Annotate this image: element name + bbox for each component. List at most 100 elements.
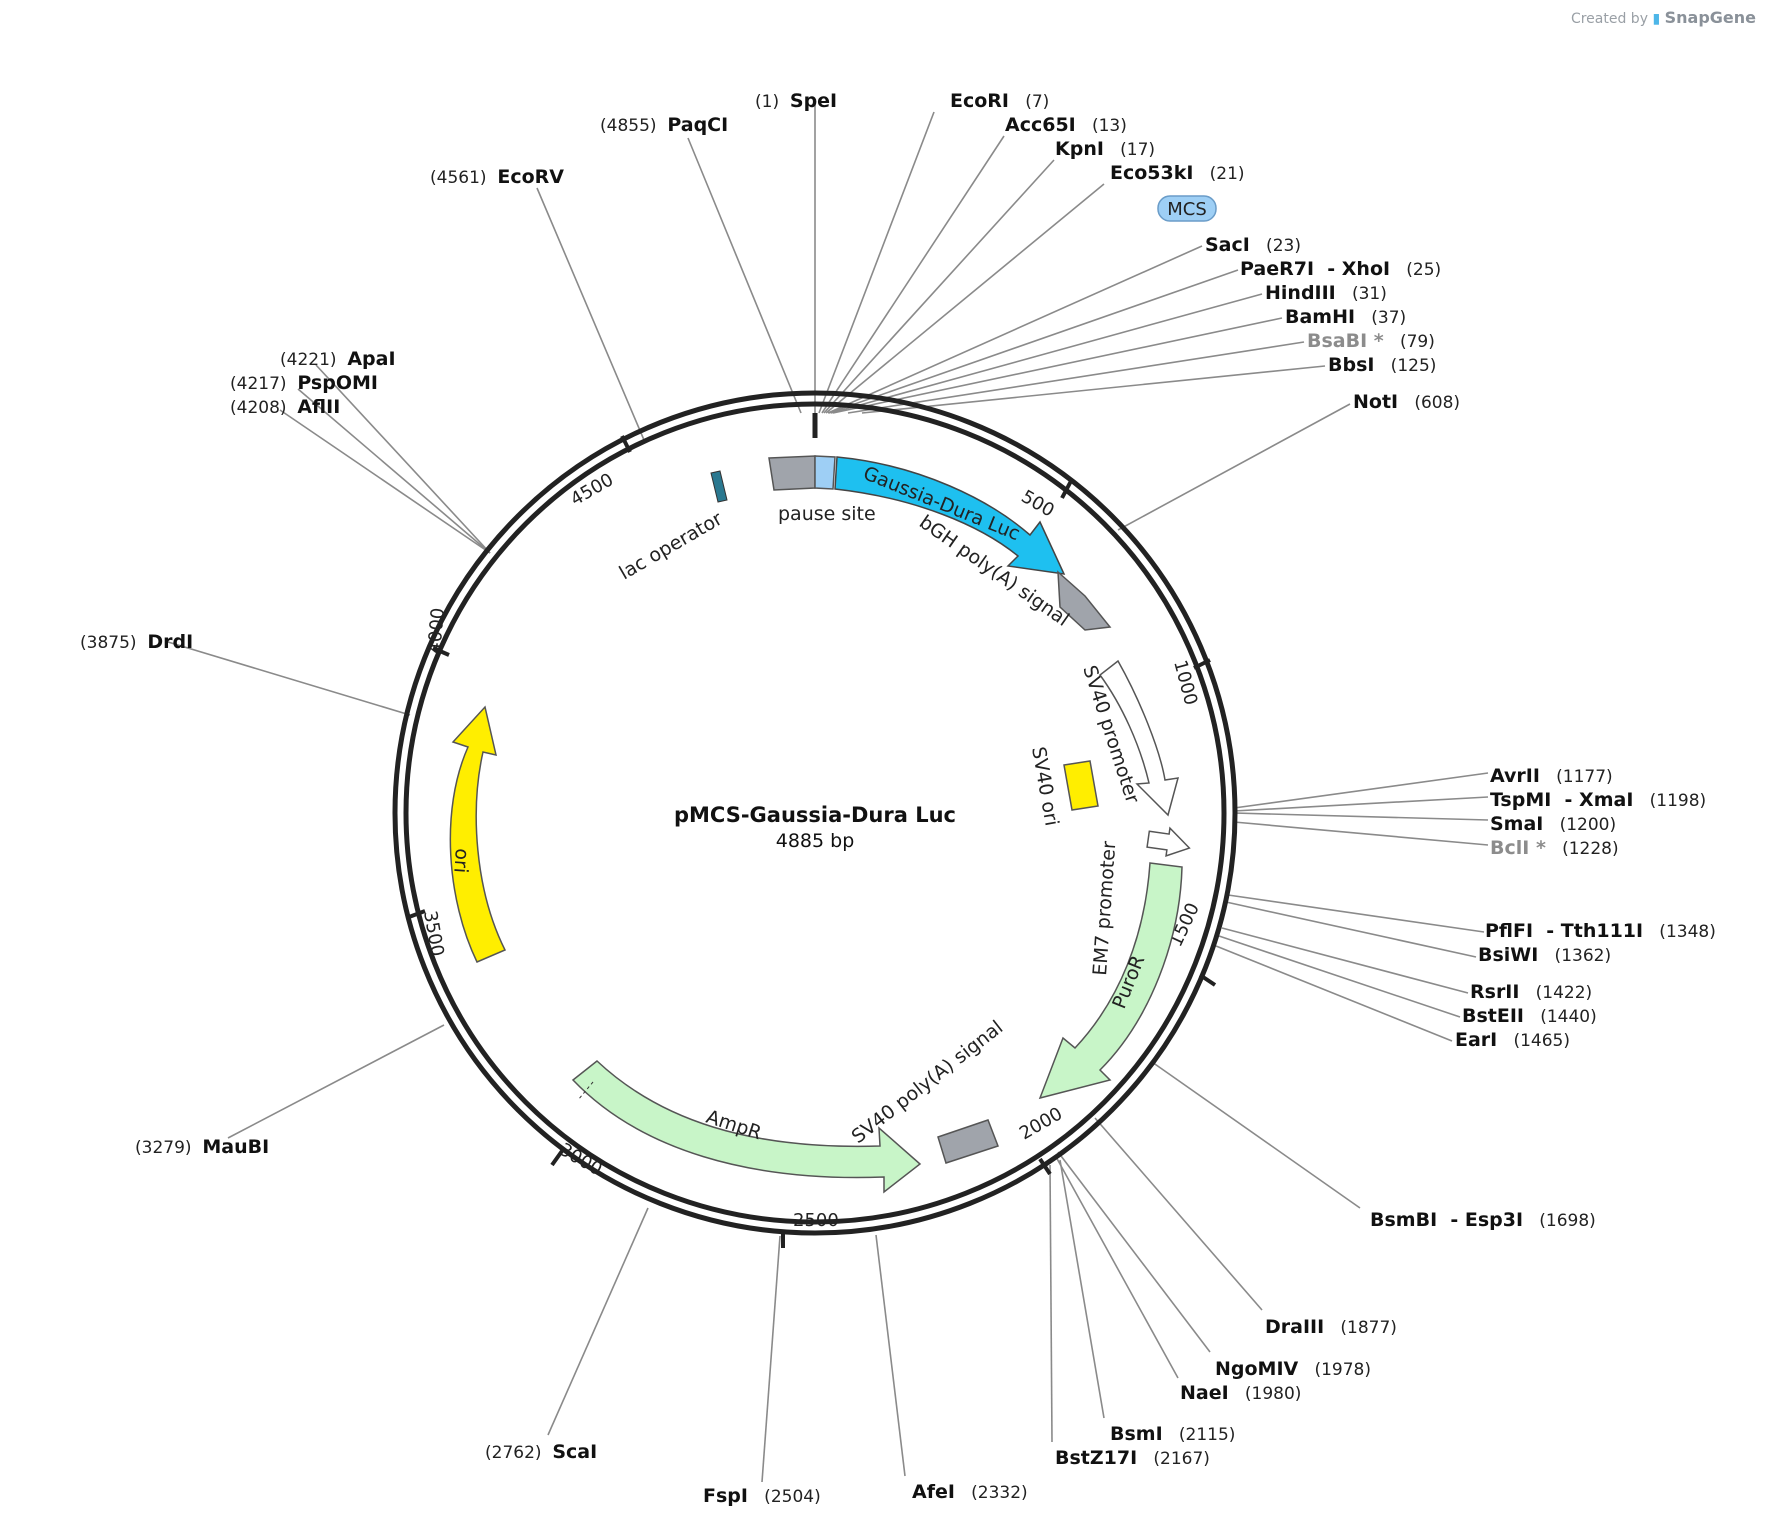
- site-leader-lines: [167, 100, 1489, 1483]
- site-label-fspi: FspI (2504): [703, 1485, 821, 1507]
- site-name: SmaI: [1490, 813, 1543, 835]
- mcs-feature: [814, 455, 836, 490]
- site-name: - Tth111I: [1533, 920, 1643, 942]
- tick-mark: [620, 435, 632, 453]
- site-name: Eco53kI: [1110, 162, 1193, 184]
- leader-line-eco53ki: [825, 183, 1105, 414]
- site-label-bbsi: BbsI (125): [1328, 354, 1436, 376]
- features: [449, 413, 1191, 1194]
- site-label-bamhi: BamHI (37): [1285, 306, 1406, 328]
- site-label-bsiwi: BsiWI (1362): [1478, 944, 1611, 966]
- site-position: (125): [1374, 356, 1436, 376]
- site-position: (4217): [230, 374, 297, 394]
- site-position: (4221): [280, 350, 347, 370]
- leader-line-ecorv: [536, 187, 645, 441]
- plasmid-name: pMCS-Gaussia-Dura Luc: [674, 803, 956, 827]
- tick-label: 2500: [793, 1210, 839, 1231]
- leader-line-bbsi: [861, 365, 1326, 414]
- tick-mark: [432, 646, 450, 657]
- sv40-polya-feature: [937, 1119, 999, 1164]
- tick-label: 500: [1018, 486, 1058, 521]
- leader-line-bsteii: [1218, 935, 1461, 1018]
- ori-feature: [449, 705, 507, 963]
- site-name: EcoRV: [497, 166, 564, 188]
- site-name: NgoMIV: [1215, 1358, 1299, 1380]
- site-name: TspMI: [1490, 789, 1551, 811]
- pause-site-feature: [768, 455, 816, 491]
- leader-line-bamhi: [832, 317, 1283, 414]
- site-name: AvrII: [1490, 765, 1540, 787]
- site-position: (1877): [1324, 1318, 1397, 1338]
- site-position: (1198): [1633, 791, 1706, 811]
- site-name: BsmI: [1110, 1423, 1163, 1445]
- site-position: (4561): [430, 168, 497, 188]
- site-name: DraIII: [1265, 1316, 1324, 1338]
- tick-label: 4500: [567, 469, 617, 510]
- lac-operator-feature: [710, 470, 728, 503]
- site-name: HindIII: [1265, 282, 1336, 304]
- site-label-paer7i: PaeR7I - XhoI (25): [1240, 258, 1441, 280]
- site-label-bsmi: BsmI (2115): [1110, 1423, 1235, 1445]
- site-position: (1698): [1523, 1211, 1596, 1231]
- leader-line-bcli: [1233, 821, 1489, 846]
- leader-line-draiii: [1094, 1117, 1263, 1311]
- site-name: BbsI: [1328, 354, 1374, 376]
- leader-line-pflfi: [1227, 894, 1485, 933]
- site-position: (2762): [485, 1443, 552, 1463]
- sv40-ori-label: SV40 ori: [1027, 745, 1063, 828]
- site-name: BclI: [1490, 837, 1529, 859]
- leader-line-ecori: [818, 111, 935, 414]
- site-label-tspmi: TspMI - XmaI (1198): [1490, 789, 1706, 811]
- site-position: (1200): [1543, 815, 1616, 835]
- leader-line-fspi: [761, 1235, 781, 1483]
- tick-mark: [1193, 658, 1211, 670]
- leader-line-tspmi: [1233, 796, 1489, 812]
- site-name: *: [1367, 330, 1384, 352]
- site-name: AflII: [297, 396, 340, 418]
- site-position: (2332): [955, 1483, 1028, 1503]
- bgh-polya-feature: [1057, 570, 1112, 631]
- leader-line-naei: [1054, 1154, 1179, 1379]
- leader-line-scai: [547, 1207, 649, 1436]
- site-position: (1362): [1538, 946, 1611, 966]
- leader-line-paqci: [687, 137, 802, 414]
- site-position: (79): [1384, 332, 1435, 352]
- puror-feature: [1038, 862, 1183, 1100]
- leader-line-noti: [1117, 403, 1351, 531]
- site-name: MauBI: [202, 1136, 269, 1158]
- leader-line-kpni: [823, 159, 1055, 414]
- site-position: (1177): [1540, 767, 1613, 787]
- site-name: FspI: [703, 1485, 748, 1507]
- tick-mark: [1038, 1157, 1052, 1176]
- leader-line-pspomi: [297, 388, 491, 554]
- site-name: KpnI: [1055, 138, 1104, 160]
- leader-line-hindiii: [830, 293, 1263, 414]
- site-position: (1440): [1524, 1007, 1597, 1027]
- mcs-pill-label: MCS: [1167, 199, 1207, 220]
- site-position: (1): [755, 92, 790, 112]
- site-label-maubi: (3279) MauBI: [135, 1136, 269, 1158]
- site-name: BsmBI: [1370, 1209, 1437, 1231]
- watermark-prefix: Created by: [1570, 11, 1648, 27]
- site-name: BamHI: [1285, 306, 1355, 328]
- site-name: PaqCI: [667, 114, 728, 136]
- site-name: Acc65I: [1005, 114, 1076, 136]
- site-position: (23): [1250, 236, 1301, 256]
- tick-label: 3500: [419, 909, 448, 958]
- site-name: PspOMI: [297, 372, 378, 394]
- leader-line-aflii: [279, 409, 491, 554]
- site-name: ApaI: [347, 348, 395, 370]
- leader-line-drdi: [167, 641, 411, 716]
- site-position: (21): [1193, 164, 1244, 184]
- site-position: (2115): [1163, 1425, 1236, 1445]
- ampr-promoter-divider: [577, 1081, 594, 1101]
- site-name: - Esp3I: [1437, 1209, 1523, 1231]
- site-label-bcli: BclI * (1228): [1490, 837, 1619, 859]
- leader-line-rsrii: [1221, 927, 1469, 994]
- backbone-outer-ring: [392, 390, 1238, 1236]
- site-position: (1978): [1298, 1360, 1371, 1380]
- site-name: BsiWI: [1478, 944, 1538, 966]
- site-name: NotI: [1353, 391, 1398, 413]
